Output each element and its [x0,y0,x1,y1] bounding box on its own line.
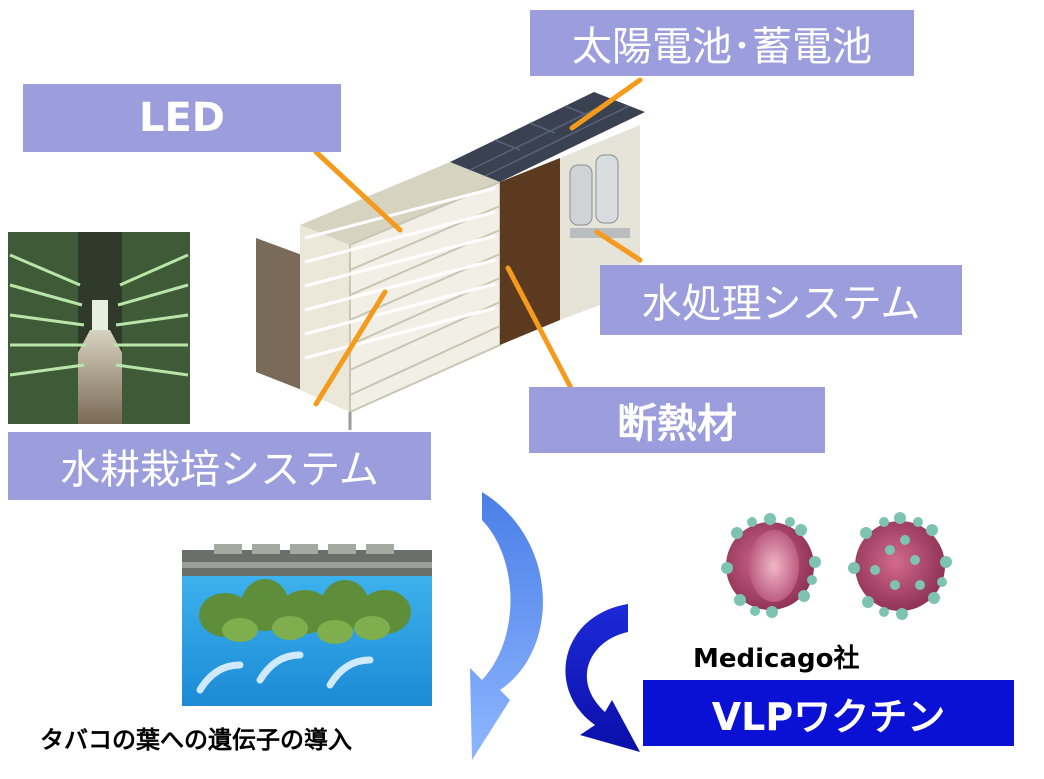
vlp-particle-whole [848,512,952,620]
label-solar-battery-text: 太陽電池･蓄電池 [572,24,872,70]
leader-line-insulation [505,265,575,393]
label-hydroponics-text: 水耕栽培システム [60,447,379,493]
leader-lines [313,77,643,407]
vlp-particle-cutaway [721,513,821,618]
caption-tobacco-gene: タバコの葉への遺伝子の導入 [40,726,352,754]
label-led: LED [23,84,341,152]
curved-arrow-right-dark [565,604,640,752]
container-farm-illustration [256,92,645,430]
vlp-particles [721,512,952,620]
curved-arrow-down-light [470,492,543,760]
leader-line-led [313,149,403,233]
label-insulation: 断熱材 [529,387,825,453]
leader-line-hydroponics [313,289,388,407]
label-solar-battery: 太陽電池･蓄電池 [530,10,914,76]
label-water-treatment: 水処理システム [600,265,962,335]
water-tanks [569,154,630,238]
vertical-farm-photo [8,232,190,424]
label-insulation-text: 断熱材 [617,401,737,447]
leader-line-solar [569,77,643,131]
vlp-vaccine-text: VLPワクチン [711,694,946,739]
leader-line-water [594,229,643,263]
label-led-text: LED [138,95,225,141]
vlp-vaccine-banner: VLPワクチン [643,680,1014,746]
label-hydroponics: 水耕栽培システム [8,432,431,500]
label-water-treatment-text: 水処理システム [641,281,921,327]
caption-medicago: Medicago社 [693,644,860,674]
tobacco-leaf-illustration [182,544,432,706]
